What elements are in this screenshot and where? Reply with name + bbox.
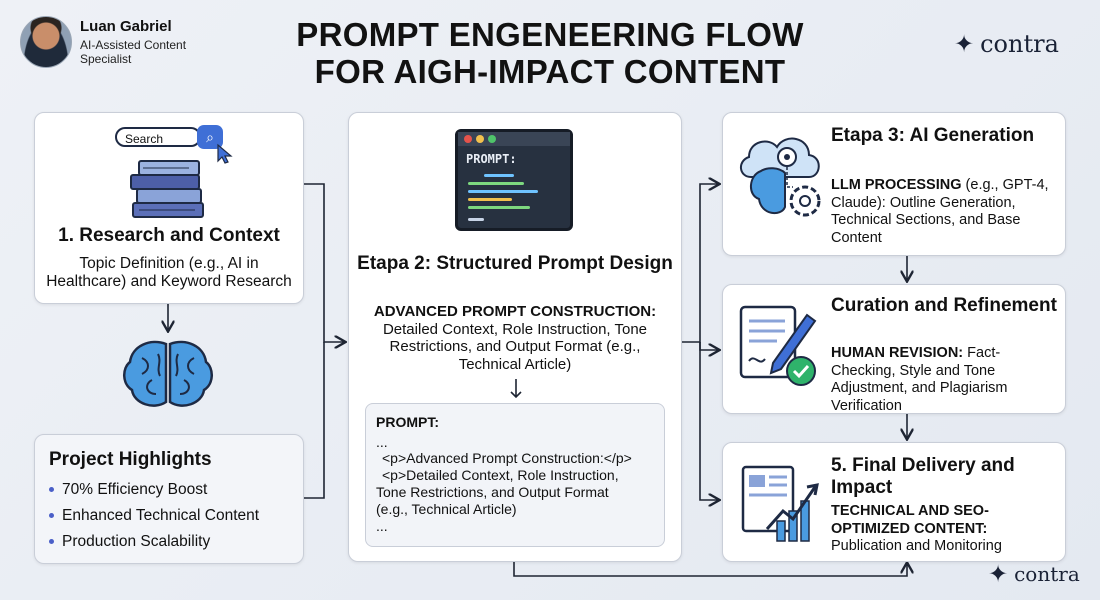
- step4-description: HUMAN REVISION: Fact-Checking, Style and…: [831, 345, 1059, 415]
- brain-icon: [123, 340, 213, 407]
- highlight-item: Enhanced Technical Content: [49, 507, 259, 525]
- highlight-item: 70% Efficiency Boost: [49, 481, 207, 499]
- author-name: Luan Gabriel: [80, 18, 172, 35]
- prompt-line: ...: [376, 434, 388, 450]
- logo-text: contra: [1014, 562, 1080, 586]
- arrow-card2-to-card5-bottom: [513, 560, 907, 577]
- step5-title: 5. Final Delivery and Impact: [831, 455, 1015, 498]
- highlight-item: Production Scalability: [49, 533, 210, 551]
- arrow-down-icon: [510, 379, 522, 399]
- highlight-label: 70% Efficiency Boost: [62, 481, 208, 498]
- logo-text: contra: [980, 30, 1059, 58]
- step3-card: Etapa 3: AI Generation LLM PROCESSING (e…: [722, 112, 1066, 256]
- cursor-icon: [217, 143, 233, 164]
- search-input: Search: [115, 127, 201, 147]
- avatar: [20, 16, 72, 68]
- highlight-label: Production Scalability: [62, 533, 211, 550]
- step4-title: Curation and Refinement: [831, 295, 1057, 316]
- arrow-card2-to-card4: [699, 342, 718, 350]
- step2-card: PROMPT: Etapa 2: Structured Prompt Desig…: [348, 112, 682, 562]
- step3-desc-text: (e.g., GPT-4, Claude): Outline Generatio…: [831, 177, 1049, 246]
- step5-desc-text: Publication and Monitoring: [831, 538, 1002, 554]
- four-point-star-icon: ✦: [988, 560, 1009, 588]
- step4-desc-bold: HUMAN REVISION:: [831, 345, 964, 361]
- prompt-line: Tone Restrictions, and Output Format: [376, 484, 609, 500]
- highlight-label: Enhanced Technical Content: [62, 507, 260, 524]
- step1-title: 1. Research and Context: [58, 225, 280, 246]
- step5-description: TECHNICAL AND SEO-OPTIMIZED CONTENT: Pub…: [831, 503, 1059, 556]
- step1-description: Topic Definition (e.g., AI in Healthcare…: [46, 255, 292, 290]
- author-block: Luan Gabriel AI-Assisted Content Special…: [20, 16, 280, 72]
- document-pen-check-icon: [739, 305, 817, 386]
- step4-card: Curation and Refinement HUMAN REVISION: …: [722, 284, 1066, 414]
- code-window-icon: PROMPT:: [455, 129, 573, 231]
- step2-title: Etapa 2: Structured Prompt Design: [357, 253, 673, 274]
- step2-desc-bold: ADVANCED PROMPT CONSTRUCTION:: [373, 303, 657, 320]
- code-window-label: PROMPT:: [466, 152, 517, 166]
- prompt-line: (e.g., Technical Article): [376, 501, 517, 517]
- bullet-icon: [49, 487, 54, 493]
- step3-title: Etapa 3: AI Generation: [831, 125, 1035, 146]
- step4-desc-text: Fact-Checking, Style and Tone Adjustment…: [831, 345, 1008, 414]
- arrow-card2-to-card3: [680, 184, 718, 343]
- step5-desc-bold: TECHNICAL AND SEO-OPTIMIZED CONTENT:: [831, 503, 989, 537]
- cloud-brain-gear-icon: [740, 137, 821, 217]
- prompt-line: <p>Advanced Prompt Construction:</p>: [382, 450, 632, 466]
- bullet-icon: [49, 513, 54, 519]
- contra-logo: ✦ contra: [954, 30, 1059, 58]
- prompt-line: ...: [376, 518, 388, 534]
- step3-description: LLM PROCESSING (e.g., GPT-4, Claude): Ou…: [831, 177, 1059, 247]
- prompt-example-box: PROMPT: ... <p>Advanced Prompt Construct…: [365, 403, 665, 547]
- highlights-title: Project Highlights: [49, 449, 212, 470]
- author-role: AI-Assisted Content Specialist: [80, 38, 187, 66]
- step5-card: 5. Final Delivery and Impact TECHNICAL A…: [722, 442, 1066, 562]
- arrow-card2-to-card5: [699, 342, 718, 500]
- step2-description: ADVANCED PROMPT CONSTRUCTION: Detailed C…: [361, 303, 669, 373]
- step3-desc-bold: LLM PROCESSING: [831, 177, 962, 193]
- page-title: PROMPT ENGENEERING FLOW FOR AIGH-IMPACT …: [296, 16, 804, 90]
- contra-logo-bottom: ✦ contra: [988, 562, 1080, 586]
- arrow-card1-to-card2: [302, 183, 344, 342]
- four-point-star-icon: ✦: [954, 30, 975, 58]
- books-icon: [130, 160, 204, 218]
- project-highlights-card: Project Highlights 70% Efficiency Boost …: [34, 434, 304, 564]
- step1-card: Search ⌕ 1. Research and Context Topic D…: [34, 112, 304, 304]
- prompt-box-title: PROMPT:: [376, 414, 439, 430]
- bullet-icon: [49, 539, 54, 545]
- step2-desc-text: Detailed Context, Role Instruction, Tone…: [382, 320, 648, 373]
- arrow-highlights-to-card2: [302, 342, 325, 499]
- document-growth-chart-icon: [741, 465, 819, 542]
- prompt-line: <p>Detailed Context, Role Instruction,: [382, 467, 619, 483]
